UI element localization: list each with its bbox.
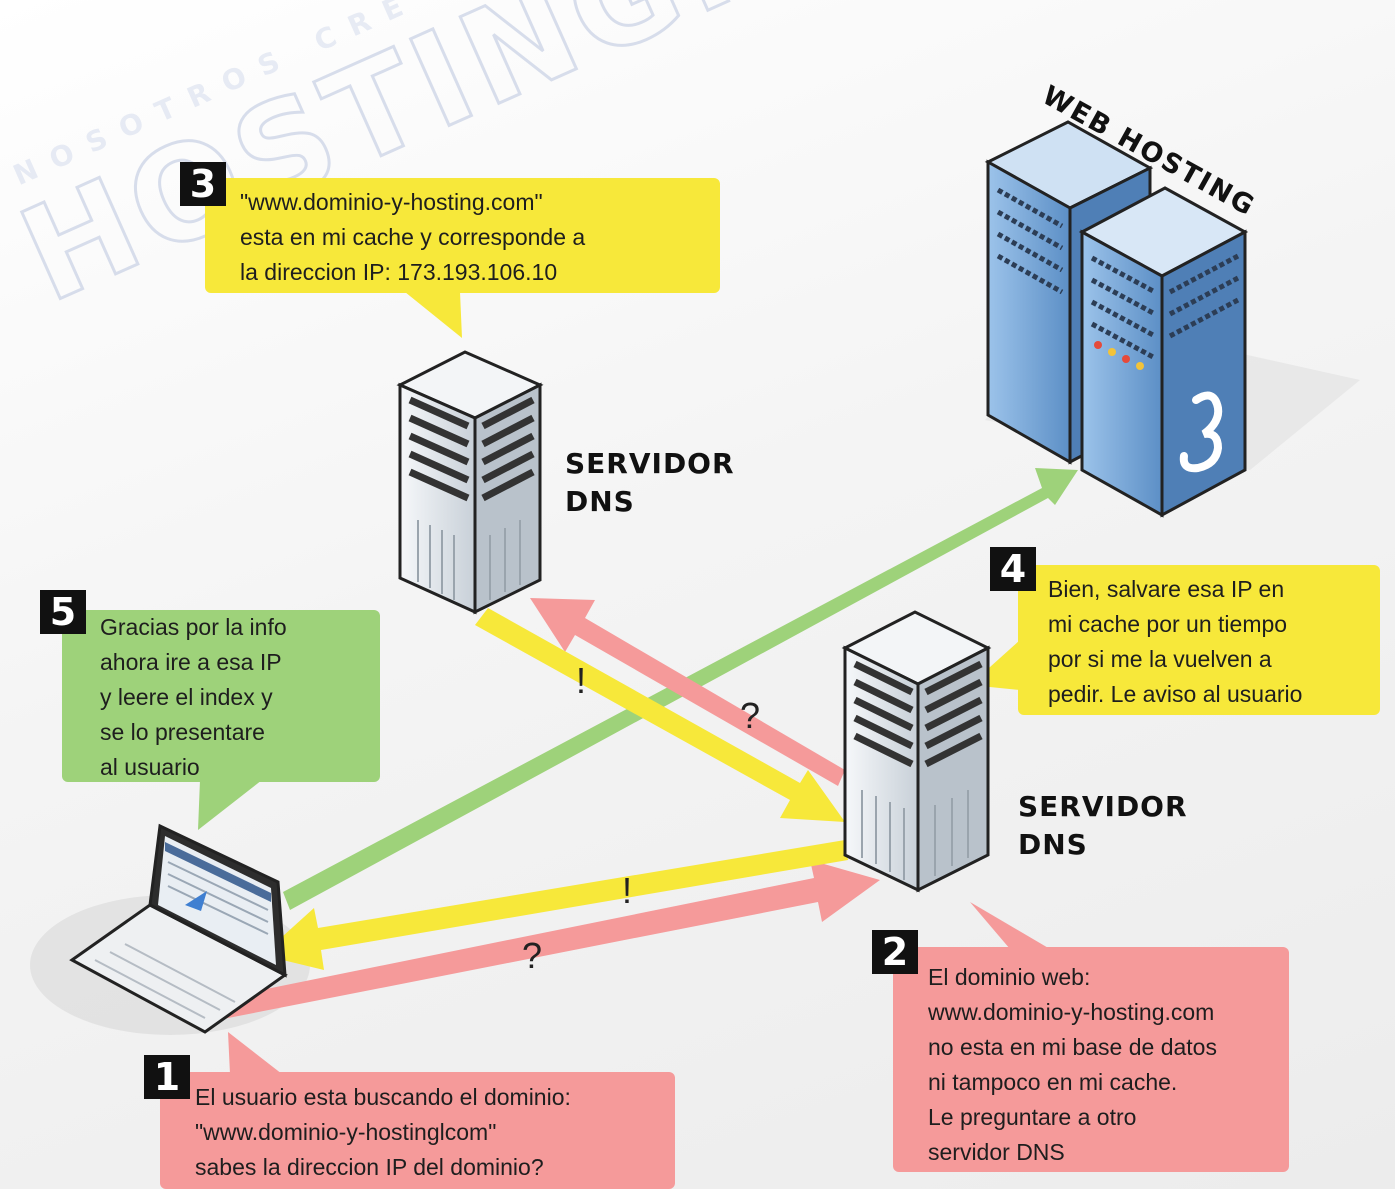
step-4-text: Bien, salvare esa IP en mi cache por un … — [1048, 576, 1303, 707]
dns-server-lower — [841, 610, 992, 893]
step-3-text: "www.dominio-y-hosting.com" esta en mi c… — [240, 189, 586, 285]
bubble-step-3 — [205, 178, 720, 338]
arrow-red-dns-to-dns — [530, 598, 845, 786]
arrow-red-laptop-to-dns — [212, 860, 880, 1020]
exclamation-mark-bottom: ! — [622, 870, 633, 911]
arrow-yellow-dns-to-laptop — [262, 840, 848, 970]
question-mark-bottom: ? — [522, 935, 543, 976]
bubble-step-2 — [893, 902, 1289, 1172]
dns-lower-label: SERVIDOR DNS — [1018, 790, 1188, 861]
bubble-step-5 — [62, 610, 380, 830]
web-hosting-servers — [984, 120, 1249, 518]
step-2-text: El dominio web: www.dominio-y-hosting.co… — [928, 964, 1217, 1165]
step-5-number: 5 — [40, 590, 86, 634]
dns-upper-label: SERVIDOR DNS — [565, 447, 735, 518]
step-1-text: El usuario esta buscando el dominio: "ww… — [195, 1084, 571, 1180]
step-4-number: 4 — [990, 547, 1036, 591]
step-1-number: 1 — [144, 1055, 190, 1099]
bubble-step-1 — [160, 1032, 675, 1189]
laptop — [69, 823, 288, 1034]
dns-server-upper — [396, 350, 544, 615]
question-mark-top: ? — [740, 695, 761, 736]
arrow-yellow-dns-to-dns — [475, 608, 845, 822]
step-3-number: 3 — [180, 162, 226, 206]
step-5-text: Gracias por la info ahora ire a esa IP y… — [100, 614, 287, 780]
exclamation-mark-top: ! — [576, 660, 587, 701]
step-2-number: 2 — [872, 930, 918, 974]
